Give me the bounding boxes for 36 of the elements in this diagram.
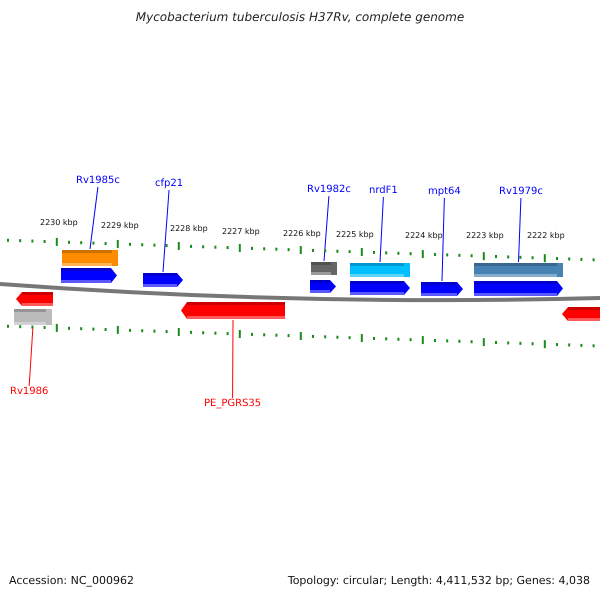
gene-label: mpt64: [428, 187, 461, 197]
gene-feature: [143, 273, 183, 287]
gene-label: PE_PGRS35: [204, 399, 262, 409]
scale-label: 2230 kbp: [40, 219, 78, 227]
scale-label: 2225 kbp: [336, 231, 374, 239]
leader-line: [518, 198, 522, 262]
scale-label: 2227 kbp: [222, 228, 260, 236]
leader-line: [442, 198, 445, 282]
gene-label: nrdF1: [369, 186, 398, 196]
gene-feature: [350, 263, 410, 277]
gene-label: Rv1985c: [76, 176, 120, 186]
gene-feature: [421, 282, 463, 296]
gene-feature: [14, 309, 52, 325]
leader-line: [324, 196, 330, 262]
gene-label: Rv1982c: [307, 185, 351, 195]
scale-label: 2222 kbp: [527, 232, 565, 240]
scale-label: 2228 kbp: [170, 225, 208, 233]
title: Mycobacterium tuberculosis H37Rv, complete genome: [134, 11, 466, 23]
leader-line: [90, 186, 98, 250]
leader-line: [162, 190, 170, 272]
gene-label: cfp21: [155, 179, 184, 189]
footer-text: Topology: circular; Length: 4,411,532 bp; Genes: 4,038: [288, 575, 590, 586]
scale-label: 2226 kbp: [283, 230, 321, 238]
scale-label: 2223 kbp: [466, 232, 504, 240]
leader-line: [232, 320, 234, 398]
gene-label: Rv1979c: [499, 187, 543, 197]
gene-feature: [62, 250, 118, 266]
gene-label: Rv1986: [10, 387, 48, 397]
leader-line: [28, 326, 34, 386]
footer-text: Accession: NC_000962: [9, 575, 134, 586]
scale-label: 2224 kbp: [405, 232, 443, 240]
gene-feature: [474, 263, 563, 277]
gene-feature: [181, 302, 285, 319]
gene-feature: [311, 262, 337, 275]
scale-label: 2229 kbp: [101, 222, 139, 230]
leader-line: [380, 196, 384, 262]
